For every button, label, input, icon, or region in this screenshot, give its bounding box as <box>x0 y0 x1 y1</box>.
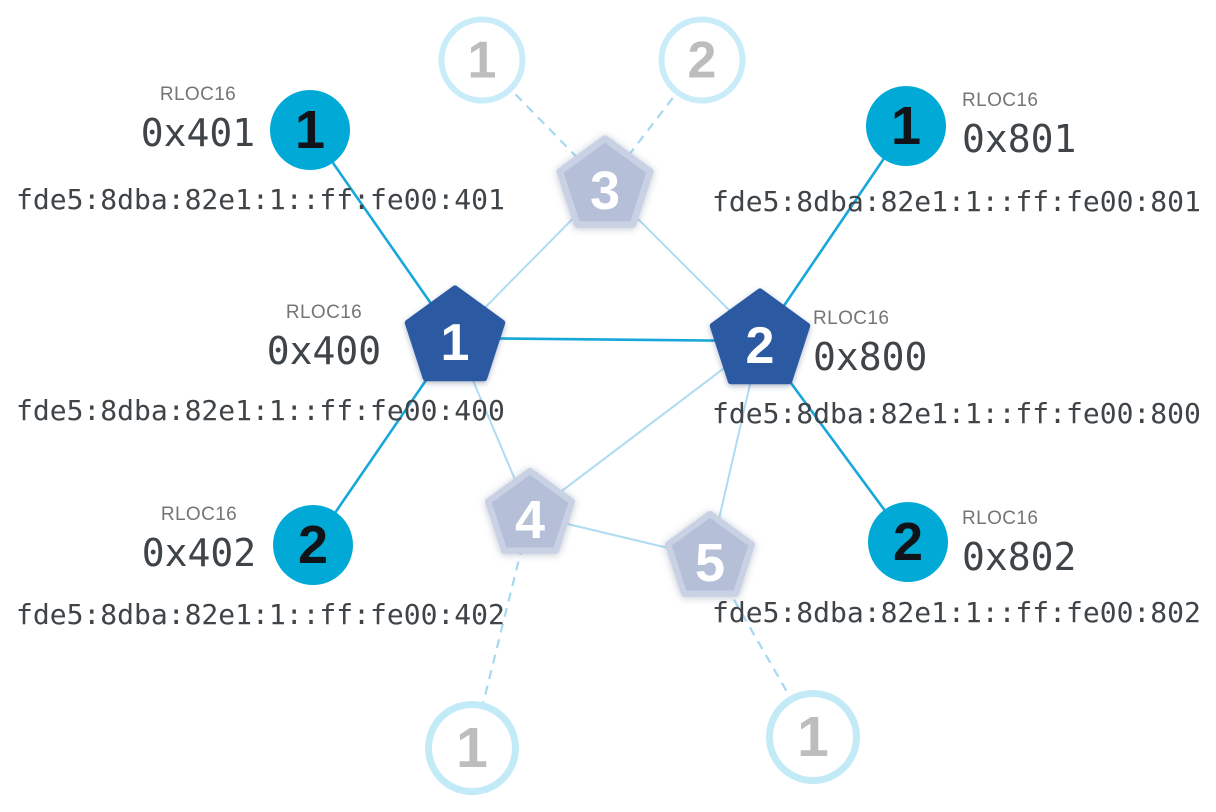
rloc16-caption: RLOC16 <box>962 90 1039 111</box>
node-child-0x401: 1 <box>270 90 350 170</box>
rloc16-block-0x801: RLOC16 0x801 <box>962 88 1076 164</box>
node-number: 2 <box>297 515 329 575</box>
rloc16-block-0x401: RLOC16 0x401 <box>98 82 298 158</box>
node-number: 1 <box>294 100 326 160</box>
rloc16-caption: RLOC16 <box>160 504 238 525</box>
rloc16-block-0x402: RLOC16 0x402 <box>99 502 299 578</box>
pentagon-shape <box>404 285 506 382</box>
rloc16-value: 0x401 <box>140 111 256 155</box>
ipv6-address-400: fde5:8dba:82e1:1::ff:fe00:400 <box>16 394 505 427</box>
link-r400-r800 <box>454 336 761 343</box>
node-number: 3 <box>589 161 621 221</box>
link-c801-r800 <box>758 125 908 342</box>
node-number: 2 <box>892 512 924 572</box>
node-number: 5 <box>694 533 726 593</box>
rloc16-value: 0x402 <box>141 531 257 575</box>
node-child-0x402: 2 <box>273 505 353 585</box>
node-child-0x802: 2 <box>868 502 948 582</box>
node-number: 2 <box>745 317 775 375</box>
node-faded-router-3: 3 <box>548 131 662 241</box>
node-faded-router-4: 4 <box>477 464 583 566</box>
node-number: 4 <box>514 490 546 550</box>
rloc16-caption: RLOC16 <box>962 508 1039 529</box>
node-router-0x800: 2 <box>701 284 819 398</box>
node-number: 1 <box>797 704 829 769</box>
rloc16-block-0x400: RLOC16 0x400 <box>224 300 424 376</box>
ipv6-address-402: fde5:8dba:82e1:1::ff:fe00:402 <box>16 598 505 631</box>
ipv6-address-801: fde5:8dba:82e1:1::ff:fe00:801 <box>712 185 1201 218</box>
node-number: 1 <box>440 314 470 372</box>
node-faded-child-top-1: 1 <box>438 16 526 104</box>
link-r800-p4 <box>529 340 761 516</box>
rloc16-block-0x800: RLOC16 0x800 <box>813 306 927 382</box>
node-number: 1 <box>456 715 488 780</box>
rloc16-caption: RLOC16 <box>159 84 237 105</box>
rloc16-block-0x802: RLOC16 0x802 <box>962 506 1076 582</box>
pentagon-shape <box>556 135 654 228</box>
node-router-0x400: 1 <box>396 281 514 395</box>
rloc16-caption: RLOC16 <box>813 308 890 329</box>
rloc16-value: 0x801 <box>962 117 1077 161</box>
rloc16-value: 0x800 <box>813 335 928 379</box>
node-faded-child-bottom-right: 1 <box>766 690 860 784</box>
node-faded-child-bottom-left: 1 <box>425 701 519 795</box>
node-faded-router-5: 5 <box>657 507 763 609</box>
node-child-0x801: 1 <box>866 86 946 166</box>
pentagon-shape <box>709 288 811 385</box>
ipv6-address-800: fde5:8dba:82e1:1::ff:fe00:800 <box>712 397 1201 430</box>
rloc16-value: 0x802 <box>962 535 1077 579</box>
pentagon-shape <box>485 467 575 554</box>
ipv6-address-802: fde5:8dba:82e1:1::ff:fe00:802 <box>712 596 1201 629</box>
node-faded-child-top-2: 2 <box>658 16 746 104</box>
ipv6-address-401: fde5:8dba:82e1:1::ff:fe00:401 <box>16 183 505 216</box>
node-number: 1 <box>890 96 922 156</box>
node-number: 1 <box>467 31 497 89</box>
rloc16-caption: RLOC16 <box>285 302 363 323</box>
rloc16-value: 0x400 <box>266 329 382 373</box>
node-number: 2 <box>687 31 717 89</box>
pentagon-shape <box>665 510 755 597</box>
